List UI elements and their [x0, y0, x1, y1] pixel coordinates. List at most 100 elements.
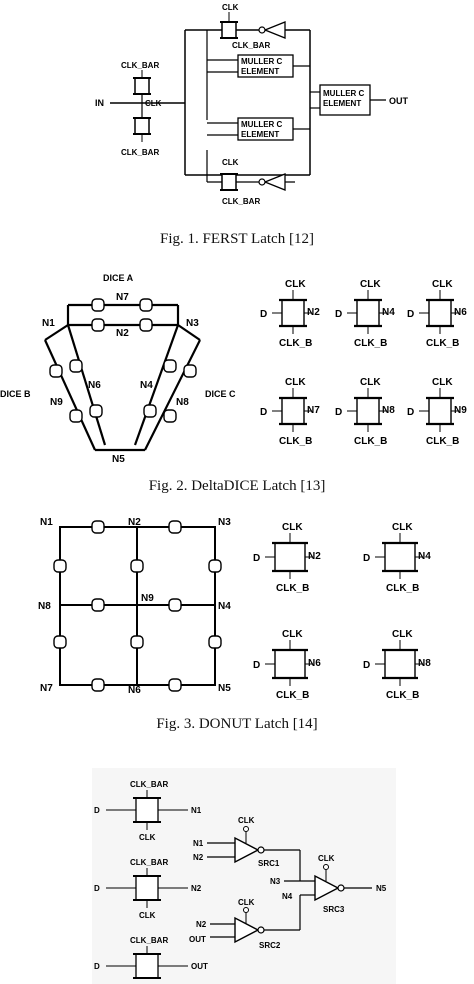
fig1-caption: Fig. 1. FERST Latch [12] [160, 231, 314, 247]
fig3-n4: N4 [218, 601, 231, 612]
fig4-latch-1-clkbar: CLK_BAR [130, 858, 168, 867]
fig4-src3-out: N5 [376, 884, 387, 893]
fig3-cell-1-d: D [363, 553, 370, 564]
fig2-n9: N9 [50, 397, 63, 408]
fig2-n1: N1 [42, 318, 55, 329]
fig3-cell-2-n: N6 [308, 658, 321, 669]
fig1-inverter-top [263, 21, 286, 39]
fig3-n8: N8 [38, 601, 51, 612]
fig1-in-label: IN [95, 98, 104, 108]
fig4-src1-clk: CLK [238, 816, 255, 825]
fig4-latch-0-clkbar: CLK_BAR [130, 780, 168, 789]
fig3-cell-2-clk: CLK [282, 629, 303, 640]
fig1-clkbar-bottom: CLK_BAR [121, 148, 159, 157]
fig2-dice-a: DICE A [103, 273, 134, 283]
fig2-cell-1-clk: CLK [360, 279, 381, 290]
fig3-cell-2-d: D [253, 660, 260, 671]
fig4-latch-2-clkbar: CLK_BAR [130, 936, 168, 945]
fig2-cell-4-n: N8 [382, 405, 395, 416]
fig4-src1-in1: N1 [193, 839, 204, 848]
fig2-cell-3-clk: CLK [285, 377, 306, 388]
fig2-cell-4-d: D [335, 407, 342, 418]
fig2-cell-1-d: D [335, 309, 342, 320]
fig4-latch-0-d: D [94, 806, 100, 815]
fig2-n2: N2 [116, 328, 129, 339]
fig3-cell-0-clk: CLK [282, 522, 303, 533]
fig3-cell-3-clk: CLK [392, 629, 413, 640]
fig2-cell-2-clkb: CLK_B [426, 338, 459, 349]
fig2-cell-4-clk: CLK [360, 377, 381, 388]
svg-text:MULLER C: MULLER C [241, 57, 283, 66]
fig2-cell-2-n: N6 [454, 307, 467, 318]
fig4-src3-gate [314, 874, 340, 902]
fig2-cell-3-d: D [260, 407, 267, 418]
fig4-src1-label: SRC1 [258, 859, 280, 868]
fig4-src2-in2: OUT [189, 935, 206, 944]
fig1-fb-tgate-top [221, 21, 237, 39]
fig4-latch-0-out: N1 [191, 806, 202, 815]
fig1-clk-bottom: CLK [222, 158, 239, 167]
fig4-src3-clk: CLK [318, 854, 335, 863]
fig3-cell-3-n: N8 [418, 658, 431, 669]
fig3-cell-0-d: D [253, 553, 260, 564]
fig4-latch-2: CLK_BAR D OUT [94, 936, 208, 979]
fig2-cell-5-d: D [407, 407, 414, 418]
fig2-cell-1-n: N4 [382, 307, 395, 318]
fig3-caption: Fig. 3. DONUT Latch [14] [156, 716, 317, 732]
fig3-cell-3-d: D [363, 660, 370, 671]
fig1-muller-3 [319, 84, 371, 116]
fig4-src2-label: SRC2 [259, 941, 281, 950]
fig3-cell-1-clkb: CLK_B [386, 583, 419, 594]
fig2-cell-5-n: N9 [454, 405, 467, 416]
svg-text:MULLER C: MULLER C [241, 120, 283, 129]
fig4-latch-1-out: N2 [191, 884, 202, 893]
fig3-n6: N6 [128, 685, 141, 696]
fig3-n5: N5 [218, 683, 231, 694]
fig4-latch-1-d: D [94, 884, 100, 893]
fig2-cell-3-n: N7 [307, 405, 320, 416]
fig2-dice-c: DICE C [205, 389, 236, 399]
fig3-n9: N9 [141, 593, 154, 604]
fig4-src1-gate [234, 836, 260, 864]
fig2-cell-5-clk: CLK [432, 377, 453, 388]
fig2-cell-0-clk: CLK [285, 279, 306, 290]
svg-text:ELEMENT: ELEMENT [241, 67, 279, 76]
fig4-src2-clk: CLK [238, 898, 255, 907]
fig1-clkbar-top: CLK_BAR [121, 61, 159, 70]
fig4-latch-2-out: OUT [191, 962, 208, 971]
fig2-cell-4-clkb: CLK_B [354, 436, 387, 447]
fig1-tgate-lower [134, 117, 150, 135]
fig3-cell-1-n: N4 [418, 551, 431, 562]
fig2-n5: N5 [112, 454, 125, 465]
fig3-n7: N7 [40, 683, 53, 694]
fig1-clk-top: CLK [222, 3, 239, 12]
fig2-n6: N6 [88, 380, 101, 391]
fig2-n4: N4 [140, 380, 153, 391]
fig2-n3: N3 [186, 318, 199, 329]
fig3-n3: N3 [218, 517, 231, 528]
fig2-deltadice-latch: DICE A DICE B DICE C [0, 273, 467, 465]
fig2-cell-3-clkb: CLK_B [279, 436, 312, 447]
fig2-cell-0-d: D [260, 309, 267, 320]
fig2-caption: Fig. 2. DeltaDICE Latch [13] [149, 478, 326, 494]
fig1-clkbar-fb-bottom: CLK_BAR [222, 197, 260, 206]
fig2-n7: N7 [116, 292, 129, 303]
fig4-latch-2-d: D [94, 962, 100, 971]
fig2-dice-b: DICE B [0, 389, 31, 399]
fig4-src2-in1: N2 [196, 920, 207, 929]
fig2-cell-0-n: N2 [307, 307, 320, 318]
